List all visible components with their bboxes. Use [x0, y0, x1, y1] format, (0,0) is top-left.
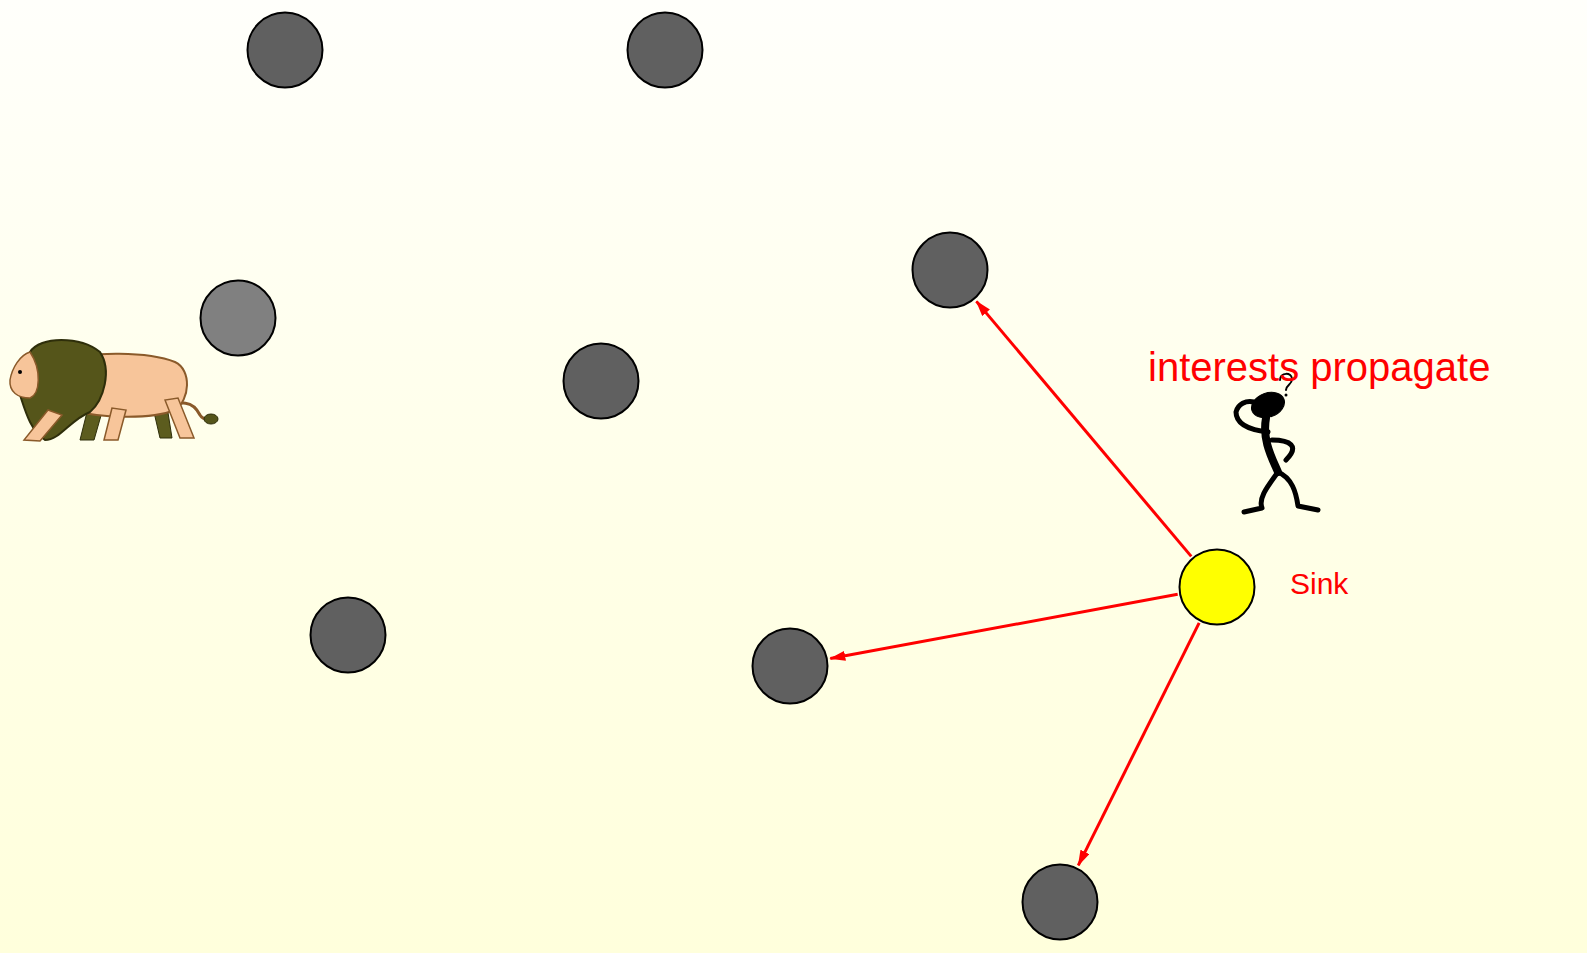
sensor-node	[751, 627, 829, 705]
interest-arrow	[976, 301, 1191, 556]
interest-arrow	[1078, 623, 1199, 866]
sensor-node	[562, 342, 640, 420]
node-circle	[1021, 863, 1099, 941]
node-circle	[201, 281, 276, 356]
node-circle	[199, 279, 277, 357]
sensor-node	[309, 596, 387, 674]
lion-illustration	[10, 340, 218, 441]
node-circle	[1023, 865, 1098, 940]
sink-node: Sink	[1178, 548, 1256, 626]
node-circle	[911, 231, 989, 309]
node-circle	[626, 11, 704, 89]
node-circle	[753, 629, 828, 704]
node-circle	[564, 344, 639, 419]
node-circle	[246, 11, 324, 89]
node-label: Sink	[1290, 567, 1348, 600]
node-circle	[309, 596, 387, 674]
node-circle	[311, 598, 386, 673]
interest-arrow	[830, 594, 1177, 658]
sensor-node	[626, 11, 704, 89]
node-circle	[913, 233, 988, 308]
sensor-node	[1021, 863, 1099, 941]
annotation-text: interests propagate	[1148, 344, 1490, 390]
sensor-node	[246, 11, 324, 89]
node-circle	[1180, 550, 1255, 625]
sensor-node	[911, 231, 989, 309]
node-circle	[628, 13, 703, 88]
node-circle	[1178, 548, 1256, 626]
person-figure	[1236, 374, 1318, 512]
node-circle	[562, 342, 640, 420]
sensor-node	[199, 279, 277, 357]
node-circle	[751, 627, 829, 705]
node-circle	[248, 13, 323, 88]
